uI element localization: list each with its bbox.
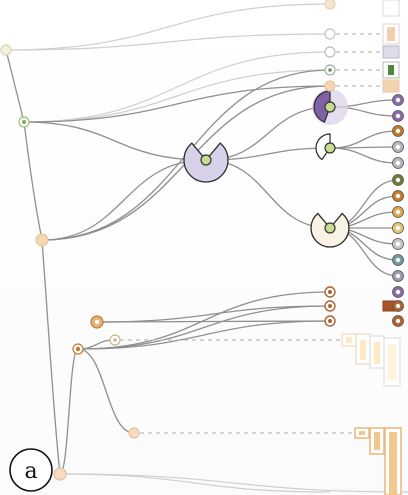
leaf-node-dot (395, 144, 401, 150)
bar-glyph (374, 432, 380, 450)
tree-node-dot (328, 68, 332, 72)
tree-edge (23, 51, 331, 123)
tree-node (324, 28, 336, 40)
tree-node-dot (328, 319, 332, 323)
tree-edge (329, 147, 399, 164)
tree-edge (77, 320, 331, 350)
tree-edge (77, 348, 135, 434)
leaf-node-dot (395, 160, 401, 166)
tree-node-dot (113, 338, 117, 342)
tree-edge (77, 291, 331, 350)
tree-node-dot (94, 319, 100, 325)
leaf-node-dot (395, 113, 401, 119)
tree-node-dot (328, 304, 332, 308)
tree-edge (96, 320, 331, 323)
bar-swatch (388, 65, 394, 75)
bar-glyph (389, 432, 397, 495)
tree-trunk (5, 49, 25, 123)
tree-edge (59, 473, 408, 493)
leaf-node-dot (395, 257, 401, 263)
tree-node (128, 427, 140, 439)
bar-swatch (382, 0, 400, 17)
leaf-node-dot (395, 128, 401, 134)
leaf-node-dot (395, 209, 401, 215)
tree-edge (23, 121, 207, 161)
bar-glyphs (341, 0, 402, 495)
bar-glyph (374, 342, 380, 364)
leader-lines (120, 33, 380, 434)
bar-glyph (359, 431, 365, 435)
leaf-node-dot (395, 241, 401, 247)
tree-node (324, 101, 336, 113)
bar-glyph (360, 340, 366, 360)
tree-edge (5, 33, 331, 51)
tree-node (200, 154, 212, 166)
tree-trunk (41, 239, 61, 475)
panel-label-circle (9, 448, 53, 492)
bar-swatch (382, 45, 400, 59)
tree-node (324, 222, 336, 234)
panel-label-text: a (24, 459, 37, 484)
bar-glyph (346, 337, 352, 343)
pie-glyph (313, 90, 331, 123)
tree-edge (96, 305, 331, 323)
tree-node (324, 80, 336, 92)
leaf-node-dot (395, 193, 401, 199)
tree-node (324, 46, 336, 58)
bar-swatch (387, 27, 395, 41)
tree-edge (41, 159, 207, 241)
bar-swatch (382, 79, 400, 93)
leaf-node-dot (395, 318, 401, 324)
tree-edge (59, 348, 79, 475)
tree-edge (23, 85, 331, 123)
tree-edge (59, 473, 331, 493)
tree-node (324, 142, 336, 154)
tree-edge (23, 69, 331, 123)
leaf-node-dot (395, 303, 401, 309)
bar-glyph (388, 344, 396, 380)
tree-edge (5, 3, 331, 51)
leaf-node-dot (395, 177, 401, 183)
tree-node-dot (22, 120, 26, 124)
leaf-node-dot (395, 225, 401, 231)
tree-edge (329, 130, 399, 149)
tree-node (324, 0, 336, 10)
tree-node (53, 467, 67, 481)
leaf-node-dot (395, 97, 401, 103)
pie-glyphs (183, 89, 350, 248)
pie-glyph (315, 133, 331, 161)
tree-edges (5, 3, 408, 493)
tree-node (0, 44, 12, 56)
leaf-node-dot (395, 289, 401, 295)
tree-edge (77, 305, 331, 350)
tree-node (35, 233, 49, 247)
tree-trunk (23, 121, 43, 241)
panel-label: a (9, 448, 53, 492)
tree-nodes (0, 0, 404, 481)
leaf-node-dot (395, 273, 401, 279)
tree-node-dot (328, 290, 332, 294)
tree-node-dot (75, 346, 81, 352)
